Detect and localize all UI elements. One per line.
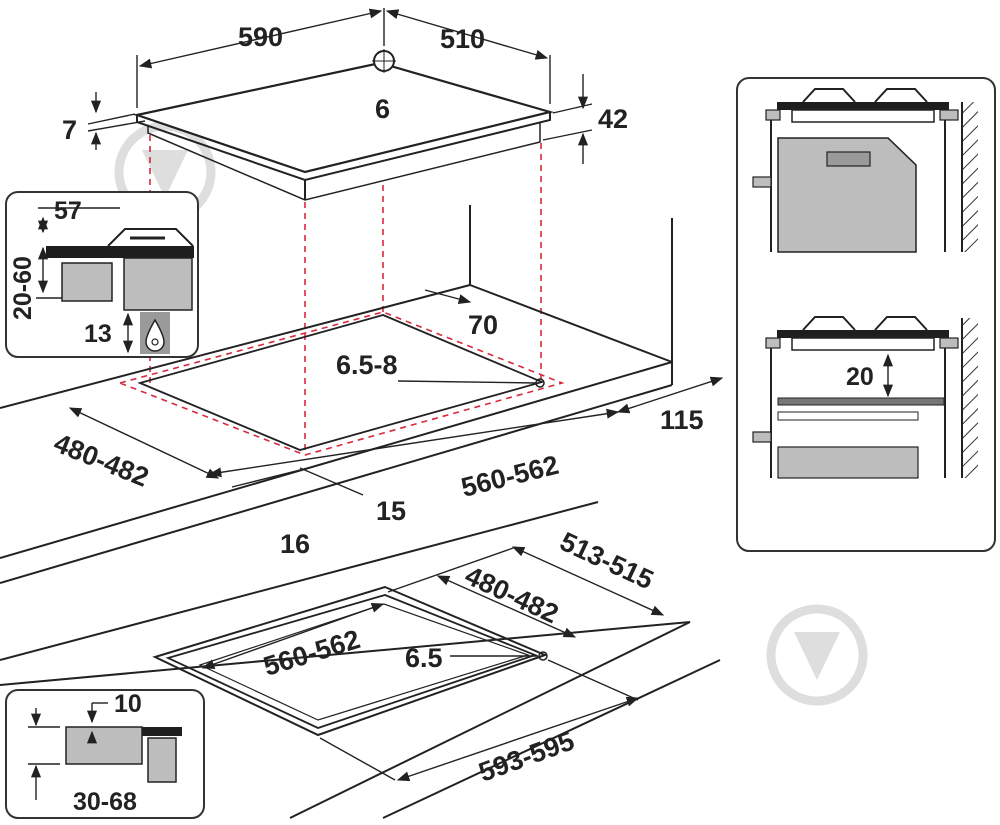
dim-outer-width: 593-595 bbox=[475, 726, 578, 788]
inset-worktop-thickness: 10 30-68 bbox=[5, 689, 205, 819]
dim-center-mark: 6 bbox=[375, 94, 390, 124]
dim-outer-depth: 513-515 bbox=[555, 526, 657, 595]
dim-worktop-thickness: 30-68 bbox=[73, 788, 137, 816]
dim-front-clearance-b: 16 bbox=[280, 529, 310, 559]
dim-bottom-cutout-width: 560-562 bbox=[260, 624, 364, 682]
hob-dimension-lines bbox=[87, 8, 593, 164]
dim-front-clearance-a: 15 bbox=[376, 496, 406, 526]
dim-min-gap: 13 bbox=[84, 320, 112, 348]
dim-hob-width: 590 bbox=[238, 22, 283, 52]
dim-hob-height-inset: 57 bbox=[54, 197, 82, 225]
dim-side-clearance: 115 bbox=[660, 405, 704, 435]
dim-hob-depth: 510 bbox=[440, 24, 485, 54]
dim-drawer-gap: 20-60 bbox=[9, 256, 37, 320]
dim-oven-gap: 20 bbox=[846, 363, 874, 391]
right-installation-panel: 20 bbox=[736, 77, 996, 552]
dim-lip: 10 bbox=[114, 690, 142, 718]
hob-top-view bbox=[132, 49, 555, 201]
watermark-arrow-icon bbox=[766, 604, 868, 706]
dim-bottom-cutout-depth: 480-482 bbox=[460, 560, 562, 629]
dim-glass-thickness: 7 bbox=[62, 115, 77, 145]
dim-back-clearance: 70 bbox=[468, 310, 498, 340]
dim-hob-height: 42 bbox=[598, 104, 628, 134]
dim-cutout-depth: 480-482 bbox=[50, 428, 153, 493]
dim-corner-radius: 6.5-8 bbox=[336, 350, 398, 380]
dim-cutout-width: 560-562 bbox=[458, 450, 561, 503]
flame-drop-icon bbox=[145, 318, 165, 352]
dim-bottom-corner-radius: 6.5 bbox=[405, 643, 443, 673]
inset-drawer-panel: 57 20-60 13 bbox=[5, 191, 199, 358]
worktop-top-dimensions bbox=[68, 289, 724, 496]
worktop-bottom-dimensions bbox=[201, 546, 665, 782]
